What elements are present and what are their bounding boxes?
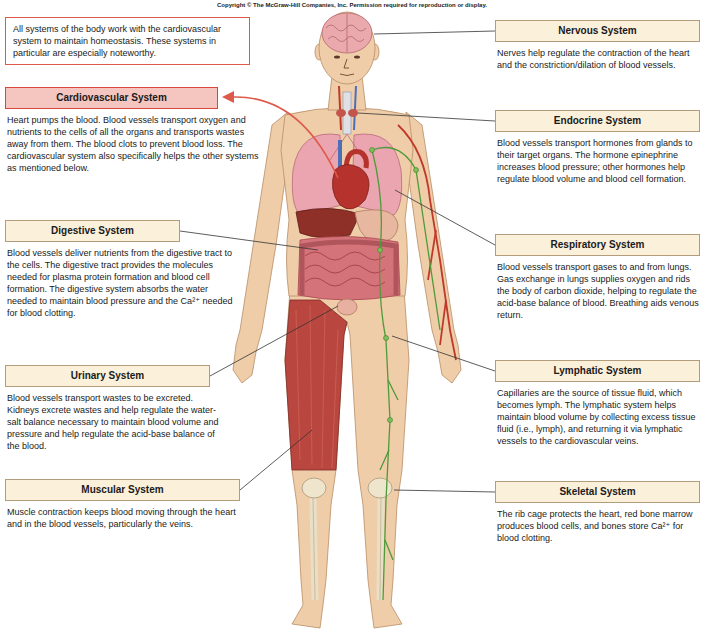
body-silhouette xyxy=(233,12,461,628)
body-silhouette xyxy=(319,12,375,84)
thigh-muscles xyxy=(296,305,338,468)
heart xyxy=(338,140,342,168)
leader-line xyxy=(392,336,495,371)
cardiovascular-arrow xyxy=(222,91,234,103)
lungs xyxy=(292,134,401,215)
knee-bones xyxy=(313,498,381,600)
knee-bones xyxy=(368,478,392,498)
brain xyxy=(347,14,348,52)
leader-line xyxy=(180,231,318,250)
bladder xyxy=(337,299,357,315)
bladder xyxy=(337,299,357,315)
trachea-thyroid xyxy=(348,109,358,117)
system-description: Blood vessels deliver nutrients from the… xyxy=(5,247,235,319)
leader-line xyxy=(180,31,495,492)
system-heading: Endocrine System xyxy=(495,110,700,132)
leader-line xyxy=(395,190,495,245)
system-description: Nerves help regulate the contraction of … xyxy=(495,47,700,71)
system-heading: Lymphatic System xyxy=(495,360,700,382)
body-silhouette xyxy=(285,290,409,628)
digestive-organs xyxy=(305,252,385,260)
cardiovascular-arrow xyxy=(233,97,338,178)
leader-line xyxy=(394,490,495,492)
system-description: Capillaries are the source of tissue flu… xyxy=(495,387,700,447)
intro-text: All systems of the body work with the ca… xyxy=(5,17,250,65)
system-description: Heart pumps the blood. Blood vessels tra… xyxy=(5,114,263,174)
system-heading: Digestive System xyxy=(5,220,180,242)
system-box: Skeletal SystemThe rib cage protects the… xyxy=(495,481,700,544)
knee-bones xyxy=(302,478,326,498)
face xyxy=(354,55,360,58)
copyright-note: Copyright © The McGraw-Hill Companies, I… xyxy=(0,1,704,9)
lymph-nodes xyxy=(370,148,419,423)
leader-line xyxy=(358,113,495,121)
lymph-vessels xyxy=(372,150,390,600)
leader-line xyxy=(374,31,495,34)
leader-line xyxy=(240,430,312,490)
heart xyxy=(332,164,369,209)
system-box: Respiratory SystemBlood vessels transpor… xyxy=(495,234,700,321)
digestive-organs xyxy=(305,265,385,273)
brain xyxy=(322,13,372,53)
digestive-organs xyxy=(305,278,385,286)
face xyxy=(334,55,360,75)
lymph-nodes xyxy=(370,148,375,153)
system-heading: Respiratory System xyxy=(495,234,700,256)
face xyxy=(340,74,354,76)
system-description: Blood vessels transport gases to and fro… xyxy=(495,261,700,321)
face xyxy=(334,55,340,58)
leader-line xyxy=(210,306,338,376)
system-box: Cardiovascular SystemHeart pumps the blo… xyxy=(5,87,263,174)
lymph-nodes xyxy=(414,168,419,173)
system-description: Blood vessels transport hormones from gl… xyxy=(495,137,700,185)
lymph-vessels xyxy=(372,148,440,601)
system-box: Muscular SystemMuscle contraction keeps … xyxy=(5,479,240,530)
arm-arteries xyxy=(428,230,446,345)
digestive-organs xyxy=(296,208,400,300)
system-box: Urinary SystemBlood vessels transport wa… xyxy=(5,365,227,452)
system-description: Muscle contraction keeps blood moving th… xyxy=(5,506,240,530)
knee-bones xyxy=(302,478,392,600)
lymph-nodes xyxy=(378,248,383,253)
system-description: Blood vessels transport wastes to be exc… xyxy=(5,392,227,452)
system-heading: Skeletal System xyxy=(495,481,700,503)
system-box: Digestive SystemBlood vessels deliver nu… xyxy=(5,220,235,319)
system-heading: Muscular System xyxy=(5,479,240,501)
knee-bones xyxy=(313,498,381,600)
brain xyxy=(328,37,364,42)
digestive-organs xyxy=(298,236,400,300)
system-box: Lymphatic SystemCapillaries are the sour… xyxy=(495,360,700,447)
brain xyxy=(322,13,372,53)
trachea-thyroid xyxy=(336,92,358,134)
neck-vessels xyxy=(354,86,356,130)
digestive-organs xyxy=(296,208,360,237)
brain xyxy=(326,25,366,31)
system-heading: Cardiovascular System xyxy=(5,87,218,109)
system-heading: Nervous System xyxy=(495,20,700,42)
heart xyxy=(332,140,369,209)
system-box: Nervous SystemNerves help regulate the c… xyxy=(495,20,700,71)
lymph-nodes xyxy=(388,418,393,423)
system-description: The rib cage protects the heart, red bon… xyxy=(495,508,700,544)
trachea-thyroid xyxy=(336,109,346,117)
system-heading: Urinary System xyxy=(5,365,210,387)
lymph-nodes xyxy=(384,336,389,341)
neck-vessels xyxy=(339,86,341,130)
face xyxy=(344,59,349,68)
intro-box: All systems of the body work with the ca… xyxy=(5,17,250,65)
digestive-organs xyxy=(355,210,398,242)
lymph-vessels xyxy=(372,148,440,331)
lymph-vessels xyxy=(380,380,398,560)
system-box: Endocrine SystemBlood vessels transport … xyxy=(495,110,700,185)
